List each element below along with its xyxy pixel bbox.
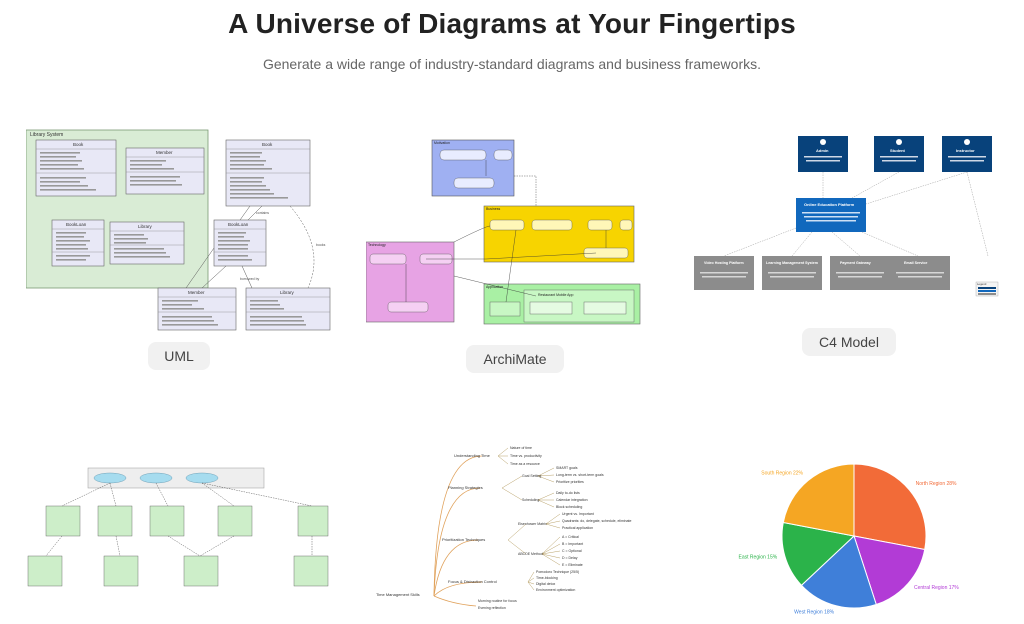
mindmap-leaf: Urgent vs. Important	[562, 512, 594, 516]
uml-package-label: Library System	[30, 132, 63, 138]
mindmap-leaf: A = Critical	[562, 535, 579, 539]
pie-slice	[853, 463, 927, 551]
uml-relation-borrowed: borrowed by	[240, 277, 260, 281]
c4-diagram-thumbnail[interactable]: Admin Student Instructor Online Educatio…	[692, 132, 1004, 316]
archimate-layer-business: Business	[486, 207, 500, 211]
mindmap-leaf: Nature of time	[510, 446, 532, 450]
flow-diagram	[27, 467, 329, 587]
mindmap-leaf: SMART goals	[556, 466, 578, 470]
page-title: A Universe of Diagrams at Your Fingertip…	[228, 8, 796, 39]
c4-legend-title: Legend	[977, 282, 987, 286]
mindmap-leaf: Digital detox	[536, 582, 556, 586]
uml-class-bookloan-right: BookLoan	[228, 222, 249, 227]
mindmap-leaf: Daily to-do lists	[556, 491, 580, 495]
uml-class-library-right: Library	[280, 290, 295, 295]
archimate-layer-motivation: Motivation	[434, 141, 450, 145]
mindmap-leaf: Quadrants: do, delegate, schedule, elimi…	[562, 519, 632, 523]
diagram-label-archimate[interactable]: ArchiMate	[466, 345, 564, 373]
c4-external-payment: Payment Gateway	[840, 261, 871, 265]
diagram-label-uml[interactable]: UML	[148, 342, 210, 370]
mindmap-diagram: Time Management Skills Understanding Tim…	[376, 446, 632, 610]
uml-class-member-right: Member	[188, 290, 205, 295]
uml-class-library-left: Library	[138, 224, 153, 229]
pie-slice-label: West Region 18%	[794, 609, 834, 615]
pie-slice	[781, 521, 856, 586]
mindmap-sub-sched: Scheduling	[522, 498, 539, 502]
pie-slice-label: Central Region 17%	[914, 585, 959, 591]
c4-external-video: Video Hosting Platform	[704, 261, 744, 265]
mindmap-leaf: Time-blocking	[536, 576, 558, 580]
uml-relation-books: books	[316, 243, 326, 247]
c4-diagram: Admin Student Instructor Online Educatio…	[694, 136, 999, 297]
mindmap-leaf: Calendar integration	[556, 498, 588, 502]
mindmap-leaf: D = Delay	[562, 556, 578, 560]
uml-relation-contains: contains	[256, 211, 269, 215]
mindmap-sub-eisen: Eisenhower Matrix	[518, 522, 547, 526]
archimate-diagram-thumbnail[interactable]: Motivation Business Technology Applicati…	[365, 136, 646, 328]
pie-slice	[800, 535, 877, 609]
uml-diagram-thumbnail[interactable]: Library System Book Member BookLoan Libr…	[25, 128, 338, 332]
mindmap-sub-goal: Goal Setting	[522, 474, 541, 478]
mindmap-leaf: C = Optional	[562, 549, 582, 553]
c4-person-admin: Admin	[816, 148, 829, 153]
uml-class-bookloan-left: BookLoan	[66, 222, 87, 227]
pie-slice-label: East Region 15%	[739, 554, 778, 560]
mindmap-leaf: E = Eliminate	[562, 563, 583, 567]
mindmap-root: Time Management Skills	[376, 592, 420, 597]
pie-slice-label: North Region 28%	[916, 481, 957, 487]
pie-slice	[782, 463, 855, 537]
pie-chart-thumbnail[interactable]: North Region 28% Central Region 17% West R…	[730, 448, 980, 618]
mindmap-branch-planning: Planning Strategies	[448, 485, 483, 490]
mindmap-diagram-thumbnail[interactable]: Time Management Skills Understanding Tim…	[372, 446, 674, 610]
c4-system-name: Online Education Platform	[804, 202, 855, 207]
mindmap-leaf: B = Important	[562, 542, 583, 546]
mindmap-branch-focus: Focus & Distraction Control	[448, 579, 497, 584]
uml-diagram: Library System Book Member BookLoan Libr…	[25, 129, 331, 331]
archimate-layer-technology: Technology	[368, 243, 386, 247]
c4-external-lms: Learning Management System	[766, 261, 818, 265]
flow-diagram-thumbnail[interactable]	[22, 464, 334, 596]
c4-person-instructor: Instructor	[956, 148, 975, 153]
archimate-component-app: Restaurant Mobile App	[538, 293, 573, 297]
mindmap-leaf: Practical application	[562, 526, 593, 530]
c4-external-email: Email Service	[904, 261, 927, 265]
mindmap-leaf: Morning routine for focus	[478, 599, 517, 603]
mindmap-branch-priority: Prioritization Techniques	[442, 537, 485, 542]
mindmap-leaf: Pomodoro Technique (25/5)	[536, 570, 579, 574]
mindmap-leaf: Prioritize priorities	[556, 480, 584, 484]
mindmap-leaf: Environment optimization	[536, 588, 575, 592]
page-subtitle: Generate a wide range of industry-standa…	[262, 56, 762, 72]
mindmap-branch-understanding: Understanding Time	[454, 453, 491, 458]
archimate-diagram: Motivation Business Technology Applicati…	[365, 139, 641, 325]
archimate-layer-application: Application	[486, 285, 503, 289]
uml-class-book-right: Book	[262, 142, 273, 147]
c4-person-student: Student	[890, 148, 906, 153]
pie-slice	[853, 535, 926, 606]
uml-class-book-left: Book	[73, 142, 84, 147]
mindmap-sub-abcde: ABCDE Method	[518, 552, 543, 556]
mindmap-leaf: Time vs. productivity	[510, 454, 542, 458]
mindmap-leaf: Time as a resource	[510, 462, 540, 466]
pie-slice-label: South Region 22%	[761, 470, 803, 476]
uml-class-member-left: Member	[156, 150, 173, 155]
mindmap-leaf: Long-term vs. short-term goals	[556, 473, 604, 477]
mindmap-leaf: Evening reflection	[478, 606, 506, 610]
mindmap-leaf: Block scheduling	[556, 505, 582, 509]
diagram-label-c4[interactable]: C4 Model	[802, 328, 896, 356]
pie-chart: North Region 28% Central Region 17% West R…	[739, 463, 959, 615]
